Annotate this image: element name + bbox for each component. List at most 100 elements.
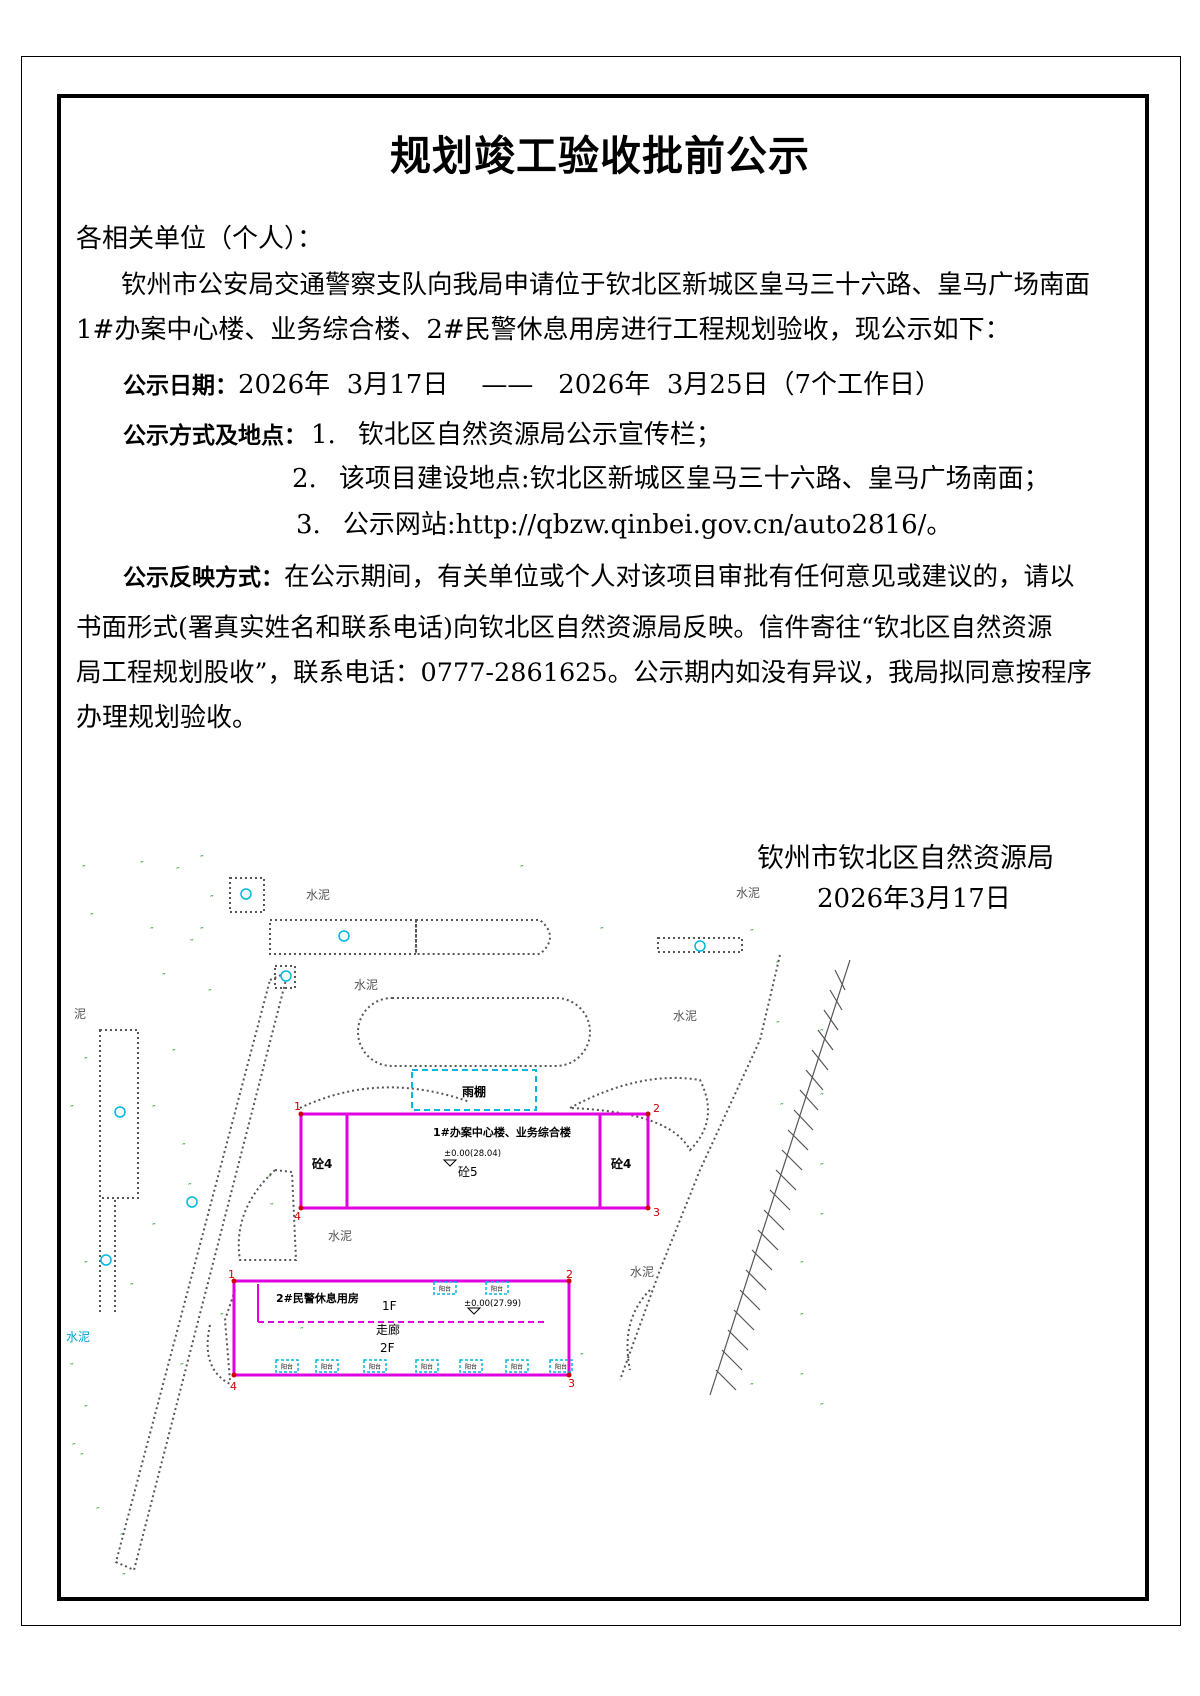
vegetation-mark: ″ bbox=[750, 1382, 754, 1393]
balcony bbox=[415, 1359, 439, 1373]
cement-label: 水泥 bbox=[736, 886, 760, 900]
issue-date: 2026年3月17日 bbox=[817, 884, 1011, 914]
vegetation-mark: ″ bbox=[776, 1020, 780, 1031]
intro-line-1: 钦州市公安局交通警察支队向我局申请位于钦北区新城区皇马三十六路、皇马广场南面 bbox=[121, 270, 1091, 300]
inner-frame bbox=[57, 94, 1149, 1601]
feedback-label: 公示反映方式： bbox=[123, 565, 284, 591]
corner-label: 4 bbox=[230, 1380, 237, 1393]
vegetation-mark: ″ bbox=[72, 1442, 76, 1453]
vegetation-mark: ″ bbox=[70, 1362, 74, 1373]
method-item-num: 1. bbox=[311, 420, 336, 450]
method-item-text: 该项目建设地点:钦北区新城区皇马三十六路、皇马广场南面； bbox=[338, 464, 1050, 494]
balcony-label: 阳台 bbox=[491, 1285, 503, 1293]
vegetation-mark: ″ bbox=[150, 926, 154, 937]
method-item: 2. 该项目建设地点:钦北区新城区皇马三十六路、皇马广场南面； bbox=[292, 458, 1050, 495]
method-label: 公示方式及地点： bbox=[123, 423, 307, 449]
ramp-hatching bbox=[709, 959, 851, 1396]
building-2 bbox=[232, 1279, 571, 1377]
balcony-label: 阳台 bbox=[555, 1363, 567, 1371]
balcony-label: 阳台 bbox=[369, 1363, 381, 1371]
vegetation-mark: ″ bbox=[820, 1092, 824, 1103]
vegetation-mark: ″ bbox=[300, 1326, 304, 1337]
corner-label: 4 bbox=[294, 1210, 301, 1223]
wing-right-floors: 砼4 bbox=[611, 1156, 631, 1171]
cement-label-partial: 泥 bbox=[74, 1007, 86, 1021]
vegetation-mark: ″ bbox=[820, 1028, 824, 1039]
balcony bbox=[505, 1359, 529, 1373]
balcony-label: 阳台 bbox=[281, 1363, 293, 1371]
outer-frame bbox=[21, 56, 1181, 1626]
canopy-label: 雨棚 bbox=[462, 1084, 486, 1099]
feedback-line-3: 局工程规划股收”，联系电话：0777-2861625。公示期内如没有异议，我局拟… bbox=[76, 658, 1093, 688]
building-1-elevation: ±0.00(28.04) bbox=[444, 1149, 501, 1159]
building-2-name: 2#民警休息用房 bbox=[276, 1291, 359, 1305]
floor-1f: 1F bbox=[382, 1299, 397, 1313]
vegetation-mark: ″ bbox=[780, 1102, 784, 1113]
vegetation-mark: ″ bbox=[130, 1282, 134, 1293]
intro-line-2: 1#办案中心楼、业务综合楼、2#民警休息用房进行工程规划验收，现公示如下： bbox=[76, 315, 1011, 345]
building-1-name: 1#办案中心楼、业务综合楼 bbox=[433, 1125, 571, 1139]
vegetation-mark: ″ bbox=[220, 1312, 224, 1323]
canopy-outline bbox=[411, 1069, 537, 1111]
vegetation-mark: ″ bbox=[152, 1222, 156, 1233]
balcony-label: 阳台 bbox=[321, 1363, 333, 1371]
cement-labels: 水泥 水泥 水泥 水泥 水泥 水泥 泥 bbox=[74, 886, 760, 1279]
method-row: 公示方式及地点：1.钦北区自然资源局公示宣传栏； bbox=[123, 414, 722, 451]
vegetation-mark: ″ bbox=[120, 1532, 124, 1543]
feedback-line-1: 在公示期间，有关单位或个人对该项目审批有任何意见或建议的，请以 bbox=[284, 562, 1075, 592]
method-item-num: 2. bbox=[292, 464, 317, 494]
vegetation-mark: ″ bbox=[200, 854, 204, 865]
balcony-label: 阳台 bbox=[511, 1363, 523, 1371]
vegetation-mark: ″ bbox=[84, 1056, 88, 1067]
vegetation-mark: ″ bbox=[162, 972, 166, 983]
vegetation-mark: ″ bbox=[84, 1260, 88, 1271]
balcony bbox=[549, 1359, 573, 1373]
vegetation-mark: ″ bbox=[140, 860, 144, 871]
method-item: 3.公示网站:http://qbzw.qinbei.gov.cn/auto281… bbox=[296, 504, 952, 541]
balcony bbox=[485, 1281, 509, 1295]
vegetation-mark: ″ bbox=[520, 864, 524, 875]
site-outlines bbox=[99, 877, 781, 1572]
corner-label: 3 bbox=[568, 1377, 575, 1390]
vegetation-mark: ″ bbox=[90, 912, 94, 923]
vegetation-mark: ″ bbox=[188, 1182, 192, 1193]
cement-label: 水泥 bbox=[673, 1009, 697, 1023]
vegetation-mark: ″ bbox=[200, 926, 204, 937]
balconies: 阳台阳台阳台阳台阳台阳台阳台阳台阳台 bbox=[275, 1281, 573, 1373]
corner-label: 2 bbox=[566, 1268, 573, 1281]
vegetation-mark: ″ bbox=[172, 1048, 176, 1059]
vegetation-mark: ″ bbox=[820, 1212, 824, 1223]
date-row: 公示日期：2026年 3月17日 —— 2026年 3月25日（7个工作日） bbox=[123, 364, 941, 401]
site-plan: ″″″″″″″″″″″″″″″″″″″″″″″″″″″″″″″″″″″″″″″″… bbox=[66, 854, 851, 1583]
cement-label: 水泥 bbox=[630, 1265, 654, 1279]
cement-label: 水泥 bbox=[328, 1229, 352, 1243]
cement-label: 水泥 bbox=[66, 1330, 90, 1344]
corner-label: 2 bbox=[653, 1102, 660, 1115]
cement-label: 水泥 bbox=[306, 888, 330, 902]
vegetation-mark: ″ bbox=[800, 1260, 804, 1271]
corner-labels: 1 2 3 4 1 2 3 4 bbox=[228, 1100, 660, 1393]
feedback-row: 公示反映方式：在公示期间，有关单位或个人对该项目审批有任何意见或建议的，请以 bbox=[123, 556, 1075, 593]
vegetation-mark: ″ bbox=[176, 866, 180, 877]
floor-2f: 2F bbox=[380, 1341, 395, 1355]
date-label: 公示日期： bbox=[123, 373, 238, 399]
balcony bbox=[275, 1359, 299, 1373]
vegetation-mark: ″ bbox=[82, 864, 86, 875]
building-1 bbox=[299, 1112, 650, 1210]
cement-label: 水泥 bbox=[354, 978, 378, 992]
vegetation-mark: ″ bbox=[70, 1104, 74, 1115]
vegetation-mark: ″ bbox=[152, 1104, 156, 1115]
balcony-label: 阳台 bbox=[421, 1363, 433, 1371]
vegetation-mark: ″ bbox=[80, 1452, 84, 1463]
vegetation-mark: ″ bbox=[208, 988, 212, 999]
vegetation-mark: ″ bbox=[182, 1142, 186, 1153]
notice-title: 规划竣工验收批前公示 bbox=[390, 132, 810, 180]
vegetation-mark: ″ bbox=[800, 1312, 804, 1323]
vegetation-mark: ″ bbox=[800, 1372, 804, 1383]
corner-label: 3 bbox=[653, 1206, 660, 1219]
balcony bbox=[459, 1359, 483, 1373]
feedback-line-4: 办理规划验收。 bbox=[76, 703, 259, 733]
balcony-label: 阳台 bbox=[465, 1363, 477, 1371]
vegetation-mark: ″ bbox=[750, 928, 754, 939]
vegetation-mark: ″ bbox=[270, 1202, 274, 1213]
